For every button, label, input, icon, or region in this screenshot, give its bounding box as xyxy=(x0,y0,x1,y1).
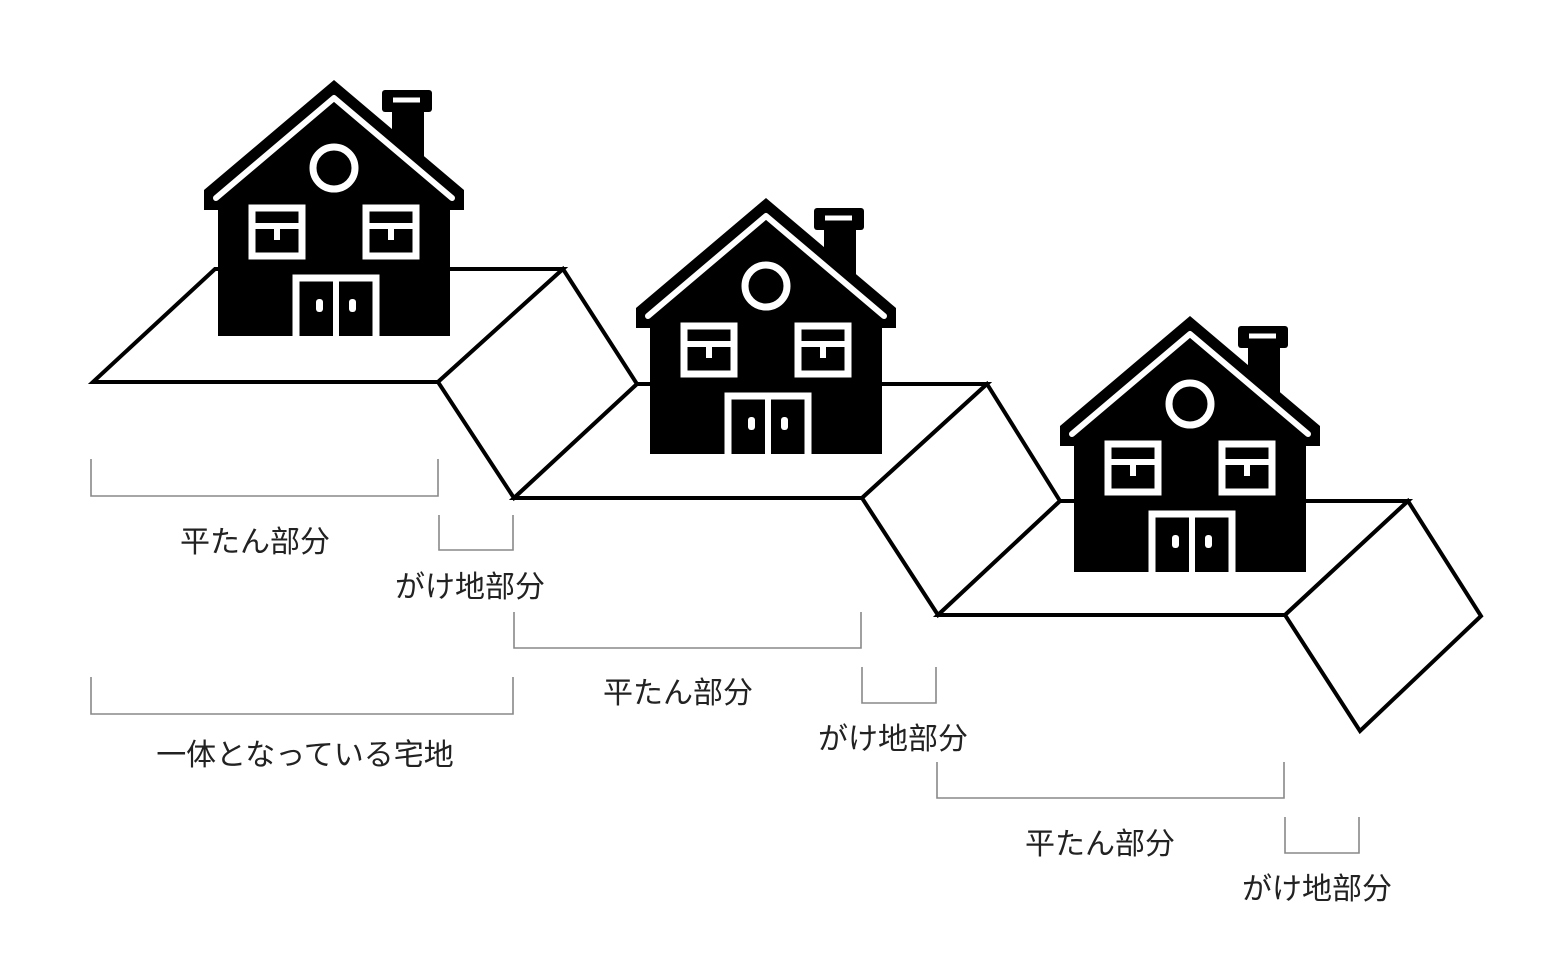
labels: 平たん部分 がけ地部分 平たん部分 がけ地部分 平たん部分 がけ地部分 一体とな… xyxy=(156,525,1392,907)
house-icon xyxy=(1060,316,1320,576)
bracket-flat-1 xyxy=(90,459,439,497)
house-icon xyxy=(204,80,464,340)
cliff-area-3 xyxy=(1282,497,1484,735)
bracket-cliff-1 xyxy=(438,515,514,551)
bracket-cliff-2 xyxy=(861,667,937,704)
bracket-cliff-3 xyxy=(1284,817,1360,854)
label-cliff-3: がけ地部分 xyxy=(1242,872,1392,907)
label-flat-3: 平たん部分 xyxy=(1025,827,1175,862)
label-cliff-2: がけ地部分 xyxy=(818,722,968,757)
brackets xyxy=(90,459,1360,854)
bracket-flat-2 xyxy=(513,612,862,649)
house-icon xyxy=(636,198,896,458)
bracket-flat-3 xyxy=(936,762,1285,799)
label-flat-2: 平たん部分 xyxy=(603,676,753,711)
label-cliff-1: がけ地部分 xyxy=(395,570,545,605)
label-unified-lot: 一体となっている宅地 xyxy=(156,738,454,773)
bracket-unified-lot xyxy=(90,677,514,715)
label-flat-1: 平たん部分 xyxy=(180,525,330,560)
